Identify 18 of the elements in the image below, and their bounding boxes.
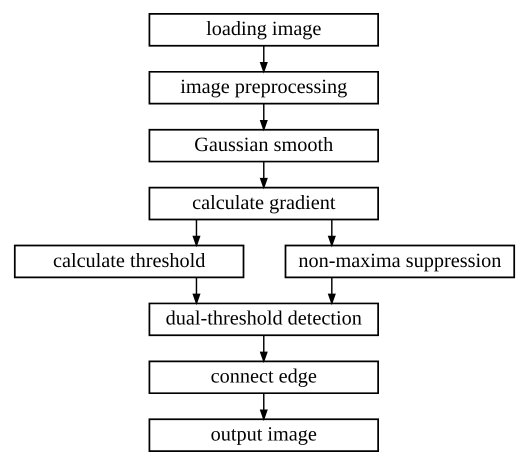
node-box: connect edge — [148, 360, 378, 394]
arrow — [192, 278, 200, 306]
node-box: calculate gradient — [148, 186, 378, 220]
node-box: image preprocessing — [148, 70, 378, 105]
arrow — [327, 278, 336, 306]
node-box: non-maxima suppression — [284, 244, 515, 278]
arrow — [259, 336, 268, 364]
arrow — [259, 46, 268, 74]
node-box: calculate threshold — [13, 244, 244, 278]
node-box: output image — [148, 418, 378, 452]
node-box: Gaussian smooth — [148, 128, 378, 162]
arrow — [327, 220, 336, 248]
arrow — [192, 220, 200, 248]
node-box: loading image — [148, 13, 378, 47]
node-box: dual-threshold detection — [148, 302, 378, 336]
arrow — [259, 394, 268, 422]
arrow — [259, 104, 268, 132]
arrow — [259, 162, 268, 190]
